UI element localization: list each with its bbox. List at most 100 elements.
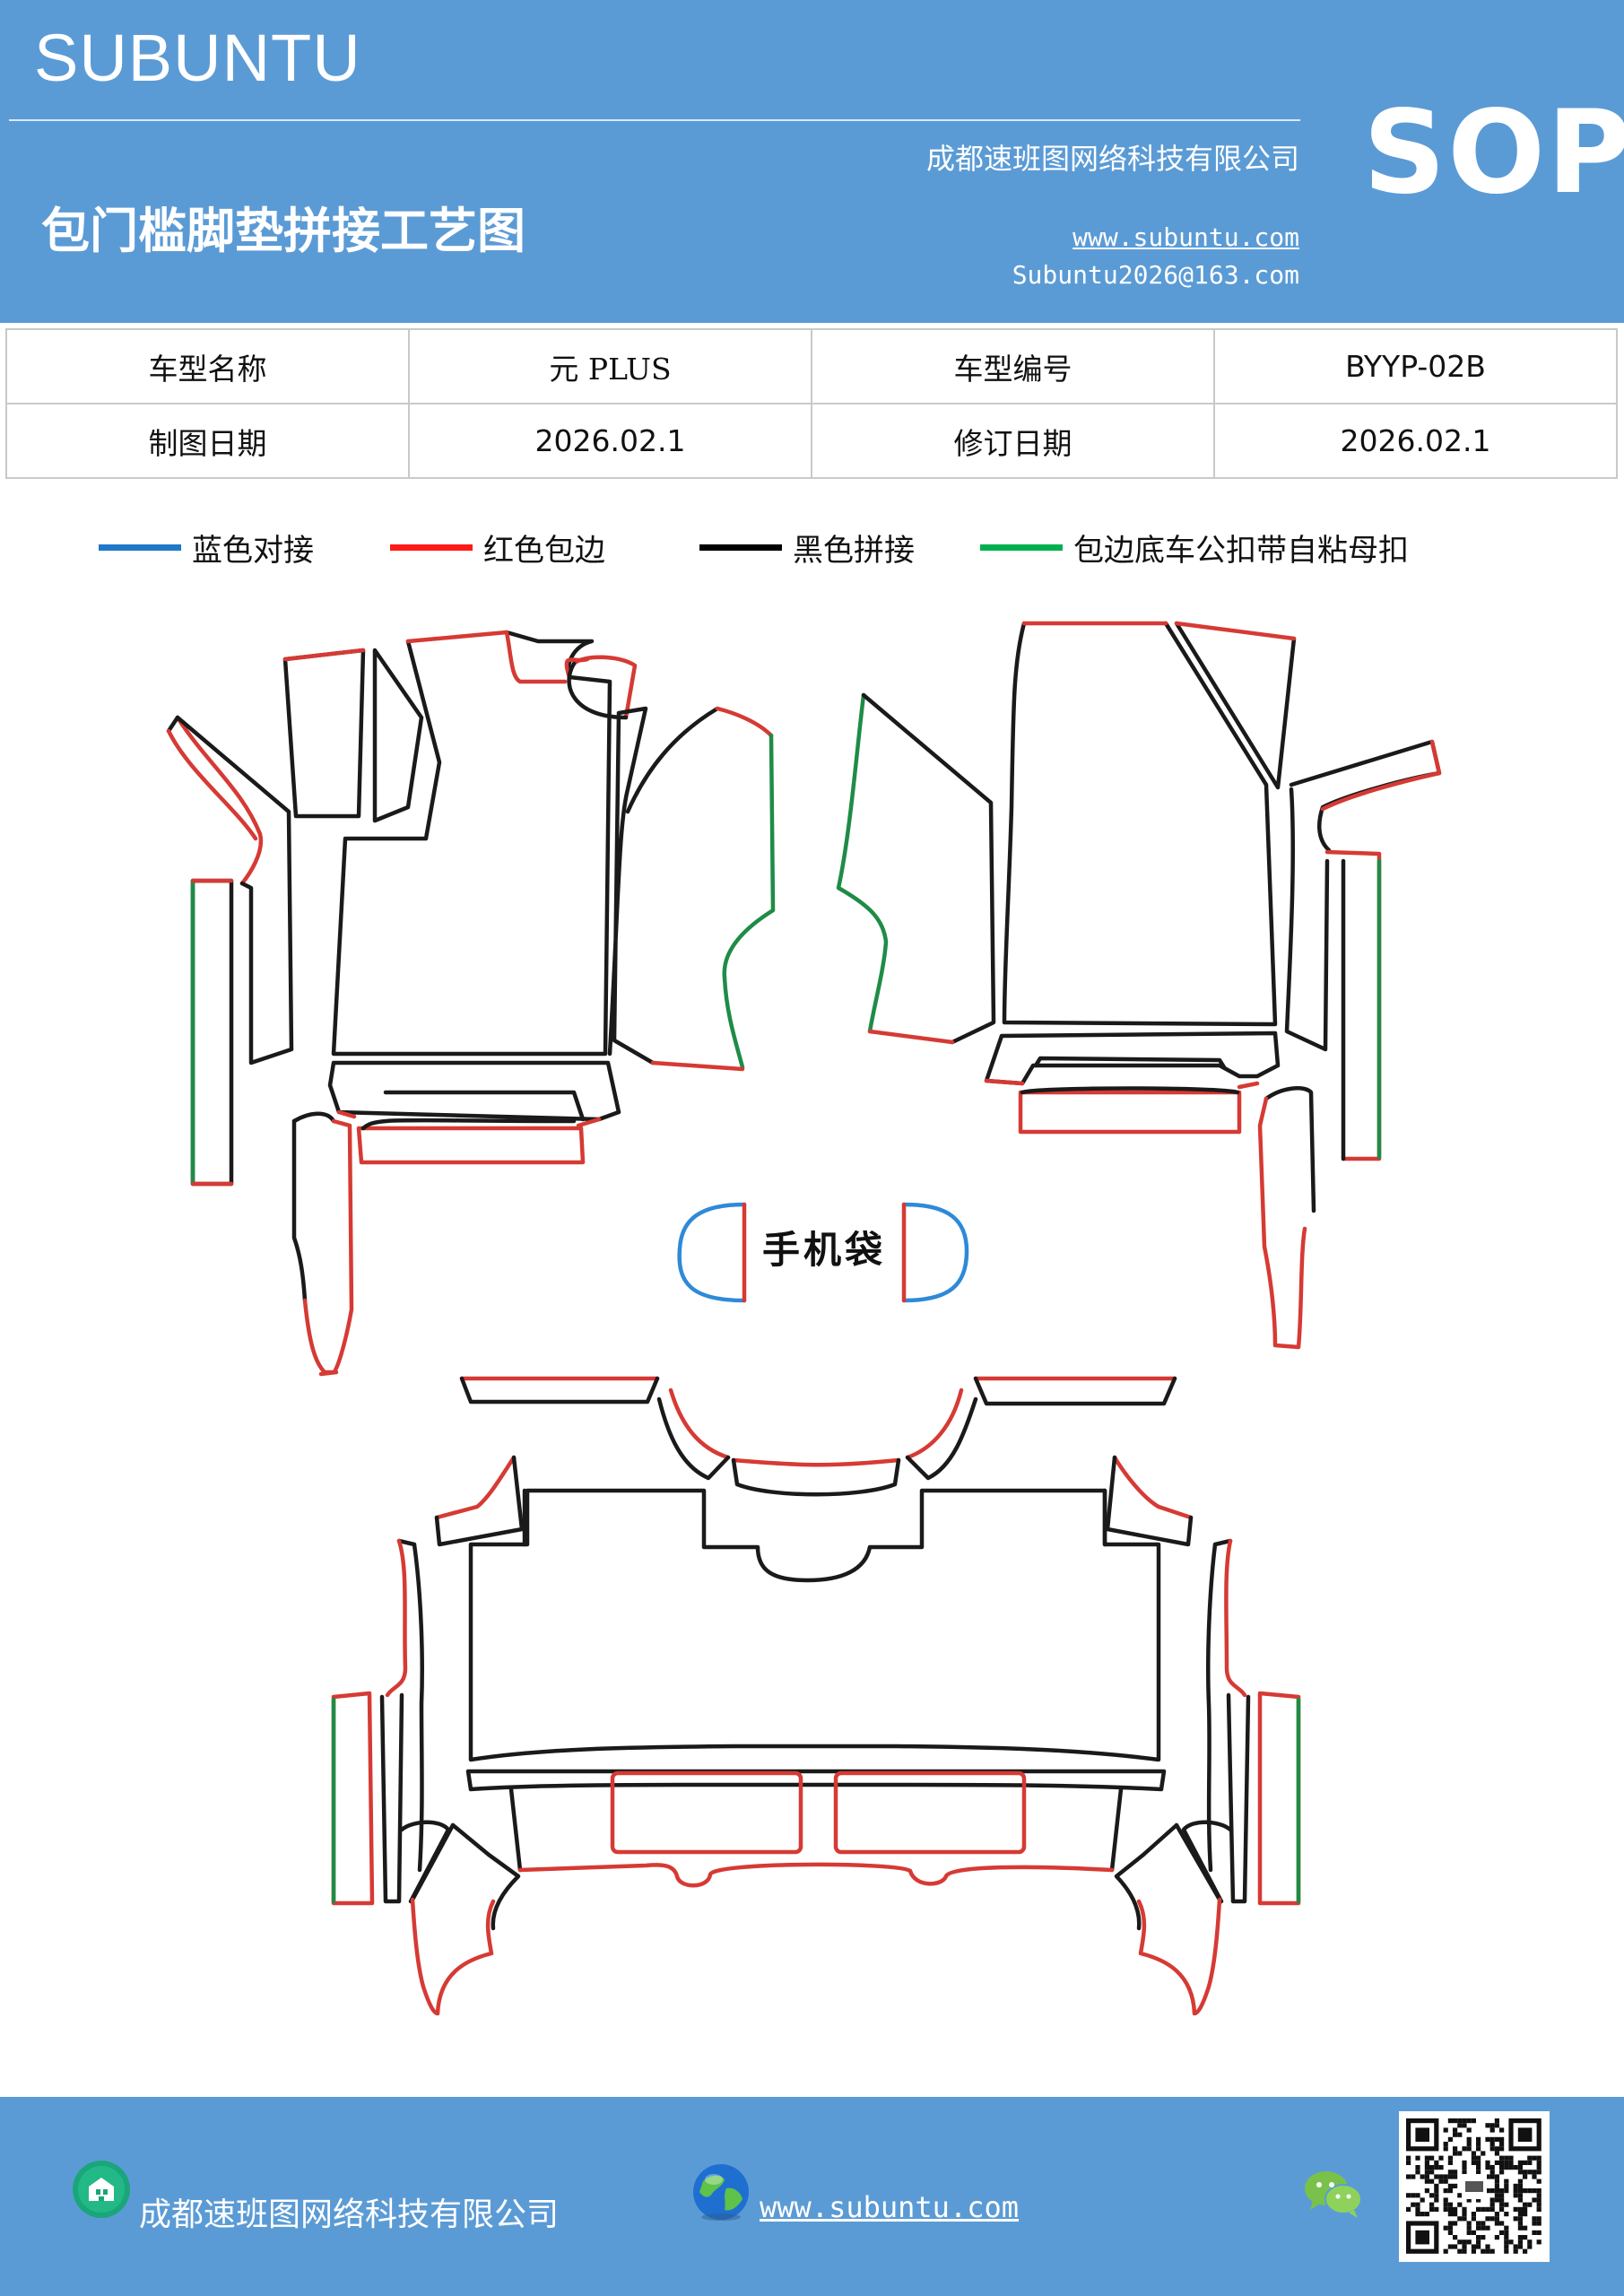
mat-outline-r (336, 1109, 602, 1128)
mat-outline-k (1114, 1822, 1179, 1931)
mat-outline-k (1264, 1086, 1316, 1213)
mat-outline-k (625, 706, 720, 814)
globe-icon (693, 2164, 749, 2221)
legend-item-red: 红色包边 (390, 520, 605, 574)
mat-outline-k (450, 1822, 521, 1931)
wechat-icon[interactable] (1302, 2167, 1365, 2221)
mat-outline-k (973, 1376, 1177, 1406)
mat-outline-r (1018, 1090, 1242, 1135)
mat-outline-r (1136, 1897, 1222, 2016)
legend-label: 红色包边 (483, 532, 605, 569)
phone-pocket-label: 手机袋 (762, 1228, 886, 1272)
cell-revise-date-label: 修订日期 (811, 403, 1215, 479)
floor-mat-assembly-diagram: 手机袋 (166, 621, 1442, 2016)
mat-outline-r (1112, 1455, 1194, 1520)
header-email[interactable]: Subuntu2026@163.com (1012, 260, 1299, 290)
mat-outline-r (356, 1126, 586, 1165)
header-website-link[interactable]: www.subuntu.com (1073, 222, 1299, 252)
mat-outline-k (1174, 621, 1297, 790)
mat-outline-k (1284, 787, 1330, 1052)
sop-badge: SOP (1363, 86, 1624, 220)
mat-outline-k (1020, 1086, 1240, 1095)
mat-outline-k (1206, 1538, 1233, 1873)
mat-outline-r (867, 1029, 955, 1045)
mat-outline-k (1226, 1692, 1251, 1904)
right-front-mat-group (836, 621, 1442, 1350)
mat-outline-k (360, 1118, 577, 1131)
footer-website-link[interactable]: www.subuntu.com (760, 2190, 1019, 2224)
header-banner: SUBUNTU 成都速班图网络科技有限公司 包门槛脚垫拼接工艺图 www.sub… (0, 0, 1624, 323)
legend-swatch-green (980, 544, 1063, 551)
qr-code[interactable] (1399, 2111, 1550, 2262)
mat-outline-k (905, 1396, 978, 1481)
legend-item-blue: 蓝色对接 (99, 520, 314, 574)
mat-outline-k (861, 692, 996, 1045)
mat-outline-r (410, 1897, 496, 2016)
mat-outline-b (677, 1202, 747, 1303)
cell-model-name-value: 元 PLUS (408, 328, 812, 404)
mat-outline-k (468, 1488, 1161, 1762)
rear-pad-right (833, 1770, 1027, 1855)
footer-company-name: 成都速班图网络科技有限公司 (139, 2196, 560, 2233)
mat-outline-k (508, 1787, 1124, 1873)
mat-outline-r (905, 1387, 964, 1460)
mat-outline-k (607, 706, 656, 1065)
legend-swatch-black (699, 544, 782, 551)
mat-outline-k (656, 1396, 731, 1481)
mat-outline-k (379, 1692, 404, 1904)
mat-outline-k (1181, 1820, 1233, 1904)
cell-revise-date-value: 2026.02.1 (1213, 403, 1618, 479)
mat-outline-r (190, 878, 234, 1187)
mat-outline-r (1224, 1538, 1247, 1698)
mat-outline-k (1033, 1056, 1227, 1070)
mat-outline-k (567, 661, 629, 720)
cell-model-code-label: 车型编号 (811, 328, 1215, 404)
mat-outline-k (166, 715, 180, 734)
mat-outline-k (282, 648, 366, 819)
mat-outline-k (459, 1376, 660, 1405)
mat-outline-r (331, 1691, 375, 1906)
cell-model-code-value: BYYP-02B (1213, 328, 1618, 404)
mat-outline-k (1174, 1822, 1222, 1902)
mat-outline-r (405, 630, 568, 684)
mat-outline-r (175, 715, 264, 886)
table-row: 制图日期 2026.02.1 修订日期 2026.02.1 (5, 403, 1618, 479)
legend-swatch-blue (99, 544, 181, 551)
phone-pocket-group: 手机袋 (677, 1202, 969, 1303)
mat-outline-r (731, 1457, 901, 1467)
table-row: 车型名称 元 PLUS 车型编号 BYYP-02B (5, 328, 1618, 404)
header-company-name: 成都速班图网络科技有限公司 (925, 142, 1299, 176)
mat-outline-k (291, 1118, 308, 1303)
legend-item-black: 黑色拼接 (699, 520, 915, 574)
mat-outline-r (282, 648, 366, 662)
mat-outline-k (383, 1090, 586, 1122)
rear-mat-group (331, 1376, 1301, 2016)
mat-outline-r (517, 1862, 1115, 1888)
vehicle-info-table: 车型名称 元 PLUS 车型编号 BYYP-02B 制图日期 2026.02.1… (5, 328, 1618, 479)
mat-outline-r (571, 655, 638, 720)
mat-outline-b (901, 1202, 969, 1303)
mat-outline-k (1105, 1455, 1194, 1547)
mat-outline-r (1257, 1096, 1307, 1350)
mat-outline-r (984, 1078, 1260, 1090)
mat-outline-g (836, 692, 889, 1034)
mat-outline-r (434, 1455, 517, 1520)
rear-pad-left (610, 1770, 803, 1855)
legend-swatch-red (390, 544, 473, 551)
mat-outline-k (399, 1820, 451, 1904)
mat-outline-r (1324, 849, 1382, 1161)
mat-outline-k (291, 1111, 336, 1124)
building-icon (73, 2161, 130, 2218)
mat-outline-r (1320, 739, 1442, 812)
legend-label: 黑色拼接 (793, 532, 915, 569)
mat-outline-k (175, 715, 294, 1065)
brand-logo-text: SUBUNTU (34, 21, 361, 95)
cell-draw-date-label: 制图日期 (5, 403, 410, 479)
mat-outline-k (372, 648, 424, 823)
mat-outline-r (302, 1118, 354, 1375)
mat-outline-r (650, 1060, 745, 1072)
mat-outline-k (731, 1457, 901, 1497)
mat-outline-r (668, 1387, 731, 1460)
left-front-side-strip (190, 878, 234, 1187)
footer-banner: 成都速班图网络科技有限公司 www.subuntu.com (0, 2097, 1624, 2296)
